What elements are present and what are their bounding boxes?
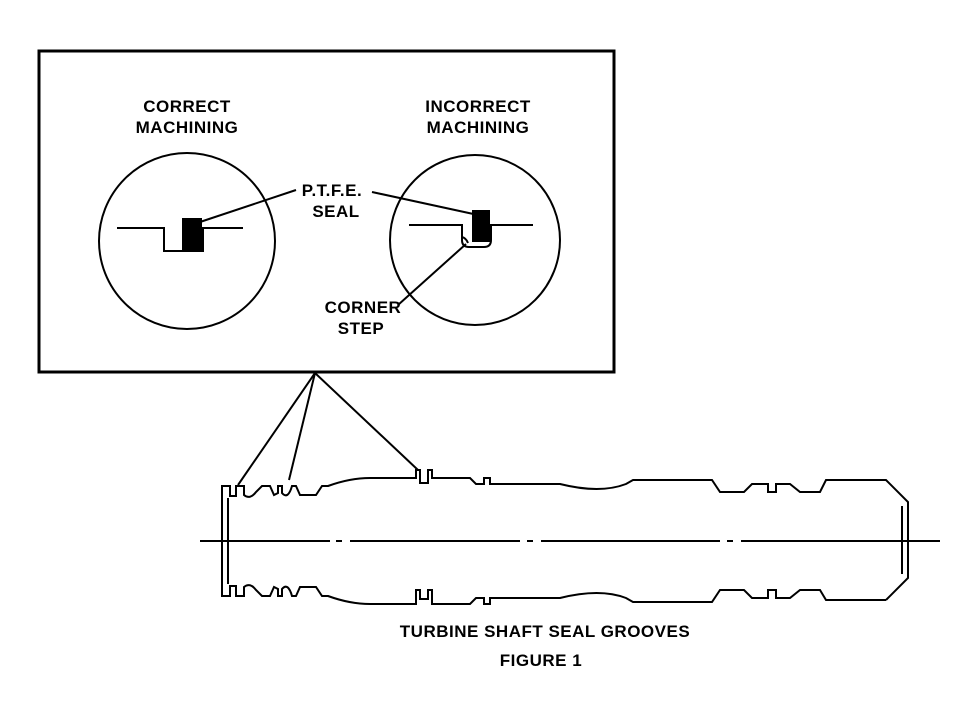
incorrect-groove-profile bbox=[409, 224, 533, 248]
groove-leaders bbox=[237, 372, 419, 486]
figure-title: TURBINE SHAFT SEAL GROOVES bbox=[400, 622, 690, 641]
correct-groove-profile bbox=[117, 227, 243, 252]
corner-leader bbox=[397, 243, 467, 306]
incorrect-detail-circle bbox=[389, 154, 561, 326]
corner-label-line2: STEP bbox=[338, 319, 384, 338]
incorrect-label-line2: MACHINING bbox=[427, 118, 530, 137]
ptfe-seal-callout: P.T.F.E. SEAL bbox=[193, 181, 479, 225]
turbine-shaft bbox=[221, 469, 909, 605]
figure-number: FIGURE 1 bbox=[500, 651, 582, 670]
corner-label-line1: CORNER bbox=[325, 298, 402, 317]
ptfe-label-line1: P.T.F.E. bbox=[302, 181, 362, 200]
incorrect-seal bbox=[472, 210, 490, 242]
ptfe-label-line2: SEAL bbox=[312, 202, 359, 221]
correct-detail-circle bbox=[98, 152, 276, 330]
correct-label-line2: MACHINING bbox=[136, 118, 239, 137]
ptfe-leader-right bbox=[371, 191, 479, 216]
shaft-top-profile bbox=[221, 469, 909, 601]
incorrect-machining-detail: INCORRECT MACHINING bbox=[389, 97, 561, 326]
correct-machining-detail: CORRECT MACHINING bbox=[98, 97, 276, 330]
incorrect-label-line1: INCORRECT bbox=[425, 97, 531, 116]
detail-box bbox=[37, 49, 616, 374]
corner-step-mark bbox=[461, 236, 469, 244]
ptfe-leader-left bbox=[193, 189, 297, 225]
correct-seal bbox=[182, 218, 202, 251]
shaft-bottom-profile bbox=[221, 584, 886, 605]
correct-label-line1: CORRECT bbox=[143, 97, 231, 116]
corner-step-callout: CORNER STEP bbox=[325, 243, 467, 338]
